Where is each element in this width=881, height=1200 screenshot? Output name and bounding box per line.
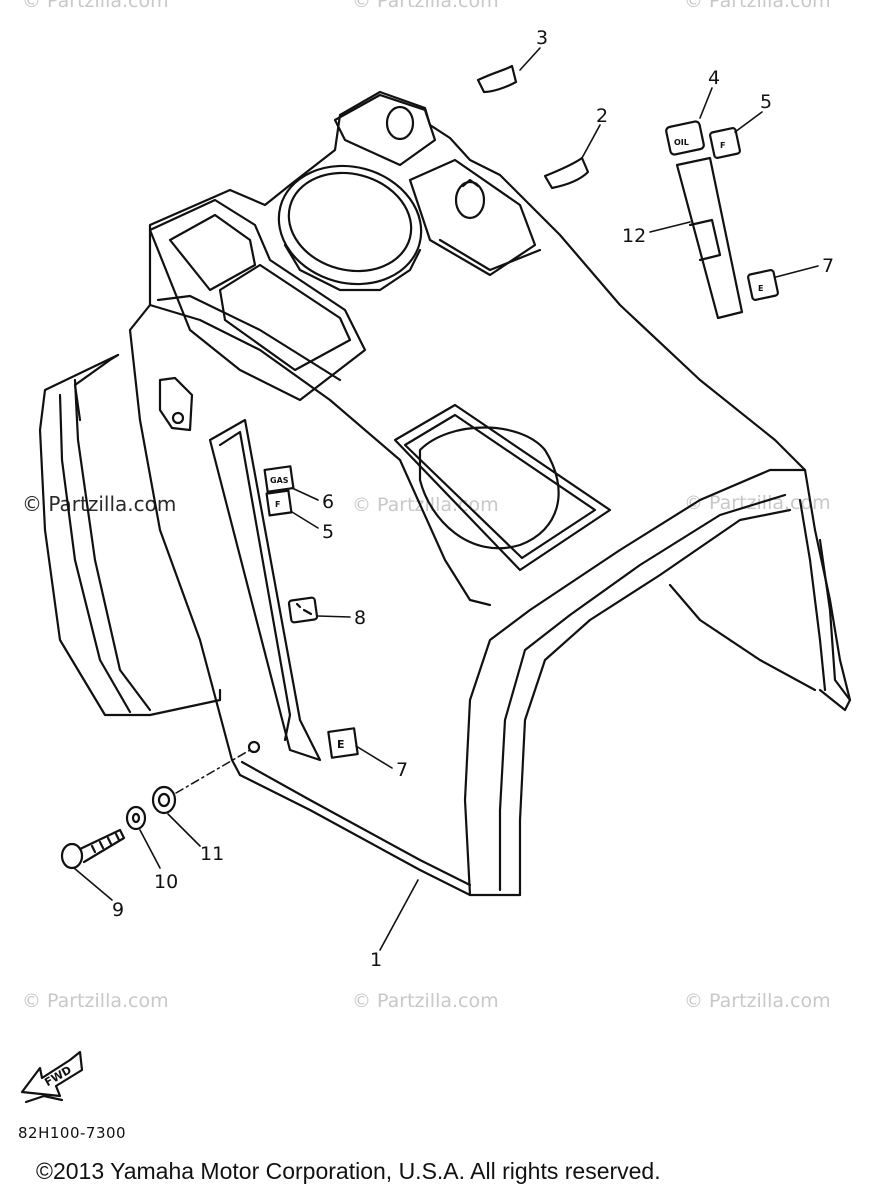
callout-3: 3: [536, 27, 548, 49]
callout-8: 8: [354, 607, 366, 629]
callout-4: 4: [708, 67, 720, 89]
watermark: © Partzilla.com: [22, 0, 169, 12]
svg-text:OIL: OIL: [674, 138, 689, 147]
decal-e-mid: E: [327, 727, 359, 759]
callout-5-top: 5: [760, 91, 772, 113]
decal-strip-12: [675, 156, 744, 320]
copyright-notice: ©2013 Yamaha Motor Corporation, U.S.A. A…: [36, 1158, 661, 1184]
decal-oil: OIL: [665, 120, 705, 156]
callout-1: 1: [370, 949, 382, 971]
watermark: © Partzilla.com: [684, 0, 831, 12]
callout-2: 2: [596, 105, 608, 127]
watermark: © Partzilla.com: [684, 990, 831, 1012]
callout-6: 6: [322, 491, 334, 513]
watermark: © Partzilla.com: [352, 0, 499, 12]
callout-11: 11: [200, 843, 224, 865]
front-cover-body: [38, 90, 852, 897]
watermark: © Partzilla.com: [22, 990, 169, 1012]
callout-7-top: 7: [822, 255, 834, 277]
grommet-2: [543, 156, 590, 190]
watermark: © Partzilla.com: [352, 990, 499, 1012]
watermark-dark: © Partzilla.com: [22, 492, 177, 516]
callout-10: 10: [154, 871, 178, 893]
fwd-arrow-icon: FWD: [20, 1050, 84, 1104]
svg-text:GAS: GAS: [270, 476, 289, 485]
diagram-part-code: 82H100-7300: [18, 1124, 127, 1142]
assembly-axis-line: [175, 749, 251, 794]
decal-e-top: E: [747, 269, 779, 301]
callout-5-mid: 5: [322, 521, 334, 543]
decal-8: [287, 596, 319, 624]
collar-11: [151, 785, 177, 815]
decal-f-top: F: [709, 127, 741, 159]
callout-12: 12: [622, 225, 646, 247]
svg-text:E: E: [337, 738, 345, 751]
svg-text:F: F: [275, 500, 280, 509]
leader-lines: [73, 47, 819, 951]
svg-text:E: E: [758, 284, 763, 293]
decal-f-mid: F: [265, 489, 293, 517]
decal-gas: GAS: [263, 465, 295, 493]
screw-9: [60, 828, 126, 870]
washer-10: [125, 805, 147, 831]
svg-text:F: F: [720, 141, 725, 150]
callout-9: 9: [112, 899, 124, 921]
callout-7-mid: 7: [396, 759, 408, 781]
grommet-3: [476, 64, 518, 94]
